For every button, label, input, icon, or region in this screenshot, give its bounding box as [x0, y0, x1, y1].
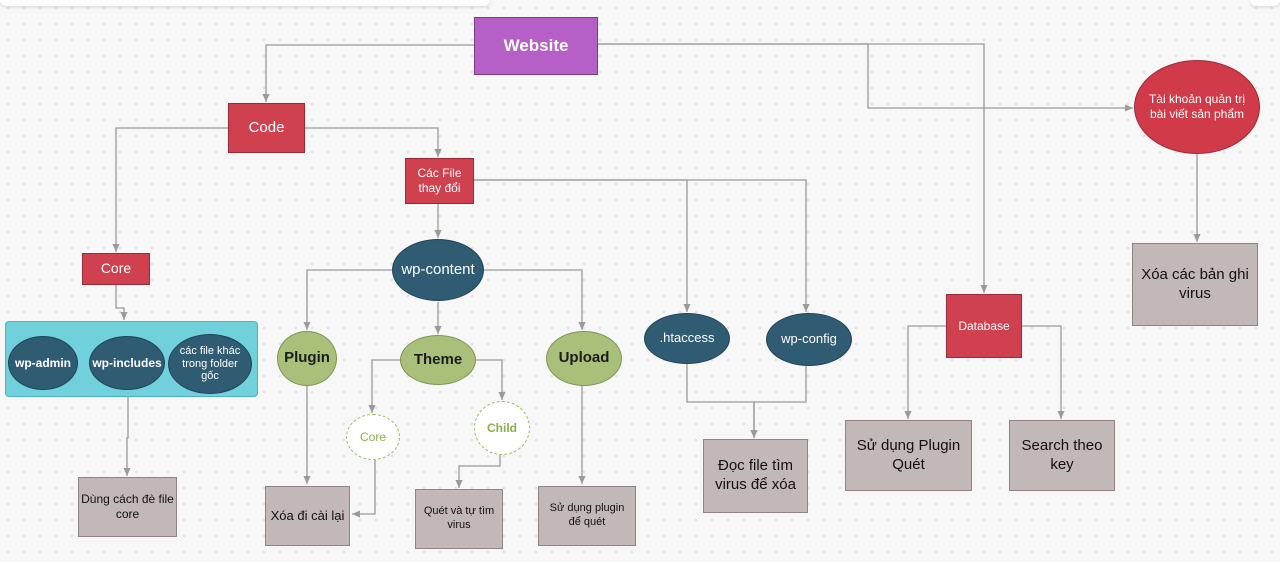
edge-code-cacfile: [305, 127, 442, 157]
edge-htaccess-docfile: [686, 364, 758, 438]
theme-node[interactable]: Theme: [400, 335, 476, 385]
cac-file-khac-line-1: các file khác: [179, 345, 241, 358]
cac-file-khac-line-3: gốc: [201, 370, 219, 383]
theme-child-node[interactable]: Child: [474, 401, 530, 455]
wp-includes-node[interactable]: wp-includes: [89, 336, 165, 390]
search-theo-key-line-2: key: [1050, 455, 1074, 473]
su-dung-plugin-de-quet-line-2: để quét: [568, 516, 606, 528]
cac-file-khac-line-2: trong folder: [182, 357, 238, 370]
cac-file-khac-node[interactable]: các file khác trong folder gốc: [168, 334, 252, 394]
doc-file-line-1: Đọc file tìm: [717, 457, 793, 475]
wp-content-label: wp-content: [401, 260, 475, 278]
database-label: Database: [958, 318, 1010, 333]
edge-cacfile-htaccess: [474, 179, 691, 312]
upload-label: Upload: [558, 349, 610, 367]
edge-core-xoadi: [352, 460, 376, 518]
toolbar-right-edge: [1250, 0, 1280, 6]
xoa-ban-ghi-line-2: virus: [1179, 284, 1211, 302]
xoa-di-cai-lai-label: Xóa đi cài lại: [270, 507, 345, 523]
edge-website-database: [598, 43, 988, 293]
plugin-label: Plugin: [284, 349, 330, 367]
edge-theme-core: [368, 359, 400, 413]
search-theo-key-node[interactable]: Search theo key: [1009, 420, 1115, 491]
wp-config-label: wp-config: [781, 331, 837, 347]
edge-website-code: [262, 44, 474, 102]
wp-content-node[interactable]: wp-content: [392, 239, 484, 301]
su-dung-plugin-quet-line-2: Quét: [892, 455, 925, 473]
edge-core-cyan: [115, 285, 128, 320]
theme-core-label: Core: [359, 429, 386, 444]
cac-file-label-line-1: Các File: [417, 166, 462, 180]
su-dung-plugin-quet-line-1: Sử dụng Plugin: [856, 436, 961, 454]
toolbar-left-edge: [0, 0, 490, 6]
quet-line-2: virus: [447, 519, 471, 531]
core-node[interactable]: Core: [82, 253, 150, 285]
xoa-cac-ban-ghi-virus-node[interactable]: Xóa các bản ghi virus: [1132, 243, 1258, 326]
quet-va-tu-tim-virus-node[interactable]: Quét và tự tìm virus: [415, 489, 503, 549]
search-theo-key-line-1: Search theo: [1021, 436, 1103, 454]
edge-website-taikhoan: [598, 43, 1133, 112]
edge-wpcontent-upload: [484, 269, 586, 330]
doc-file-tim-virus-node[interactable]: Đọc file tìm virus để xóa: [703, 439, 808, 513]
edge-cyan-dungcach: [123, 395, 131, 476]
quet-line-1: Quét và tự tìm: [423, 505, 495, 518]
wp-admin-label: wp-admin: [15, 355, 71, 370]
database-node[interactable]: Database: [946, 294, 1022, 358]
xoa-ban-ghi-line-1: Xóa các bản ghi: [1141, 265, 1249, 283]
xoa-di-cai-lai-node[interactable]: Xóa đi cài lại: [265, 486, 350, 546]
cac-file-label-line-2: thay đổi: [418, 181, 461, 195]
theme-child-label: Child: [487, 420, 517, 435]
edge-child-quet: [455, 455, 501, 488]
upload-node[interactable]: Upload: [546, 331, 622, 386]
code-node[interactable]: Code: [228, 103, 305, 153]
dung-cach-line-1: Dùng cách đè file: [81, 492, 174, 506]
su-dung-plugin-de-quet-line-1: Sử dụng plugin: [549, 502, 625, 515]
dung-cach-de-file-core-node[interactable]: Dùng cách đè file core: [78, 477, 177, 537]
tai-khoan-quan-tri-node[interactable]: Tài khoản quản trị bài viết sản phẩm: [1134, 60, 1260, 154]
tai-khoan-line-2: bài viết sản phẩm: [1149, 107, 1245, 121]
edge-wpcontent-plugin: [303, 269, 392, 330]
htaccess-node[interactable]: .htaccess: [644, 313, 730, 364]
plugin-node[interactable]: Plugin: [277, 331, 337, 386]
website-node[interactable]: Website: [474, 17, 598, 75]
edge-database-search: [1022, 325, 1065, 419]
su-dung-plugin-quet-node[interactable]: Sử dụng Plugin Quét: [845, 420, 972, 491]
edge-code-core: [112, 127, 228, 252]
dung-cach-line-2: core: [115, 507, 140, 521]
website-label: Website: [503, 36, 569, 56]
theme-core-node[interactable]: Core: [346, 414, 400, 460]
edge-theme-child: [476, 359, 506, 400]
wp-includes-label: wp-includes: [92, 355, 162, 370]
edge-wpconfig-docfile: [750, 366, 807, 438]
su-dung-plugin-de-quet-node[interactable]: Sử dụng plugin để quét: [538, 486, 636, 546]
code-label: Code: [248, 118, 285, 136]
core-label: Core: [100, 260, 132, 277]
edge-cacfile-wpconfig: [474, 179, 810, 312]
wp-admin-node[interactable]: wp-admin: [8, 336, 78, 390]
edge-database-sudungpluginquet: [904, 325, 946, 419]
theme-label: Theme: [413, 350, 463, 368]
wp-config-node[interactable]: wp-config: [766, 313, 852, 366]
tai-khoan-line-1: Tài khoản quản trị: [1148, 92, 1246, 106]
doc-file-line-2: virus để xóa: [715, 476, 796, 493]
cac-file-thay-doi-node[interactable]: Các File thay đổi: [405, 158, 474, 204]
htaccess-label: .htaccess: [659, 330, 715, 346]
